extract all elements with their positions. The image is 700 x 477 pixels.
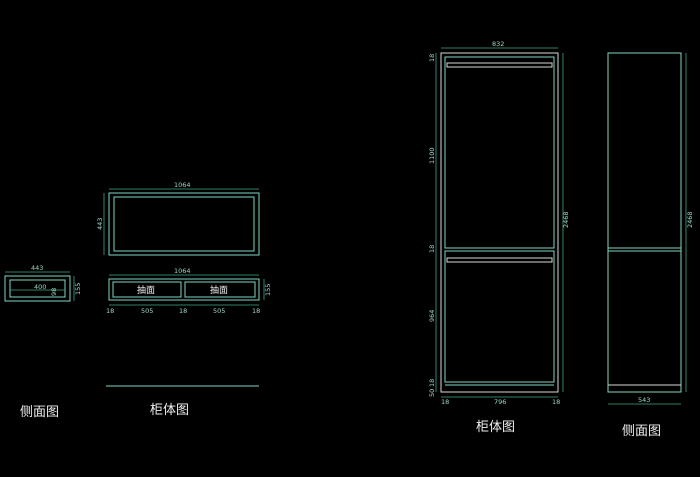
- dim-50: 50: [428, 389, 436, 397]
- wardrobe-outer: [440, 52, 559, 393]
- small-inner-dim: 400: [34, 283, 46, 291]
- dim-top-18: 18: [428, 54, 436, 62]
- dim-964: 964: [428, 310, 436, 322]
- bottom-dim-18a: 18: [106, 307, 114, 315]
- side-width-dim: 543: [638, 396, 650, 404]
- top-cabinet-view: 1064 443: [96, 181, 260, 256]
- wardrobe-lower-compartment: [444, 250, 555, 383]
- top-width-dim: 1064: [174, 181, 191, 189]
- wardrobe-width-dim: 832: [492, 40, 504, 48]
- top-height-dim: 443: [96, 218, 104, 230]
- drawer-front-right: [184, 281, 256, 298]
- top-box-outer: [108, 192, 260, 256]
- right-cabinet-view-label: 柜体图: [476, 420, 515, 435]
- bottom-dim-18b: 18: [179, 307, 187, 315]
- upper-hanging-rail: [446, 62, 553, 68]
- wardrobe-total-dim: 2468: [562, 211, 570, 228]
- drawer-cabinet-view: 抽面 抽面 1064 155 18 505 18 505 18 柜体图: [106, 267, 272, 418]
- bottom-dim-505a: 505: [141, 307, 153, 315]
- bottom-dim-18c: 18: [252, 307, 260, 315]
- drawer-box-outer: [108, 278, 260, 301]
- left-side-view-label: 侧面图: [20, 405, 59, 420]
- drawer-width-dim: 1064: [174, 267, 191, 275]
- drawer-height-dim: 155: [264, 284, 272, 296]
- dim-bot-18b: 18: [552, 398, 560, 406]
- side-outer: [607, 52, 682, 393]
- small-inner-h-dim: 98: [50, 288, 58, 296]
- bottom-dim-505b: 505: [213, 307, 225, 315]
- lower-hanging-rail: [446, 257, 553, 263]
- small-side-outer: [4, 275, 71, 302]
- drawer-front-left: [112, 281, 182, 298]
- small-width-dim: 443: [31, 264, 43, 272]
- dim-mid-18: 18: [428, 245, 436, 253]
- dim-796: 796: [494, 398, 506, 406]
- drawer-left-label: 抽面: [137, 284, 155, 296]
- dim-low-18: 18: [428, 379, 436, 387]
- left-cabinet-view-label: 柜体图: [150, 403, 189, 418]
- dim-1100: 1100: [428, 147, 436, 164]
- small-height-dim: 155: [74, 283, 82, 295]
- top-box-inner: [113, 196, 255, 252]
- drawer-right-label: 抽面: [210, 284, 228, 296]
- wardrobe-side-view: 2468 543 侧面图: [607, 52, 694, 439]
- small-side-inner: [9, 279, 66, 298]
- right-side-view-label: 侧面图: [622, 424, 661, 439]
- dim-bot-18a: 18: [441, 398, 449, 406]
- wardrobe-upper-compartment: [444, 56, 555, 249]
- small-side-view: 443 400 98 155 侧面图: [4, 264, 82, 420]
- wardrobe-front-view: 832 18 1100 18 964 50 18 2468 18 796 18 …: [428, 40, 570, 435]
- side-total-dim: 2468: [686, 211, 694, 228]
